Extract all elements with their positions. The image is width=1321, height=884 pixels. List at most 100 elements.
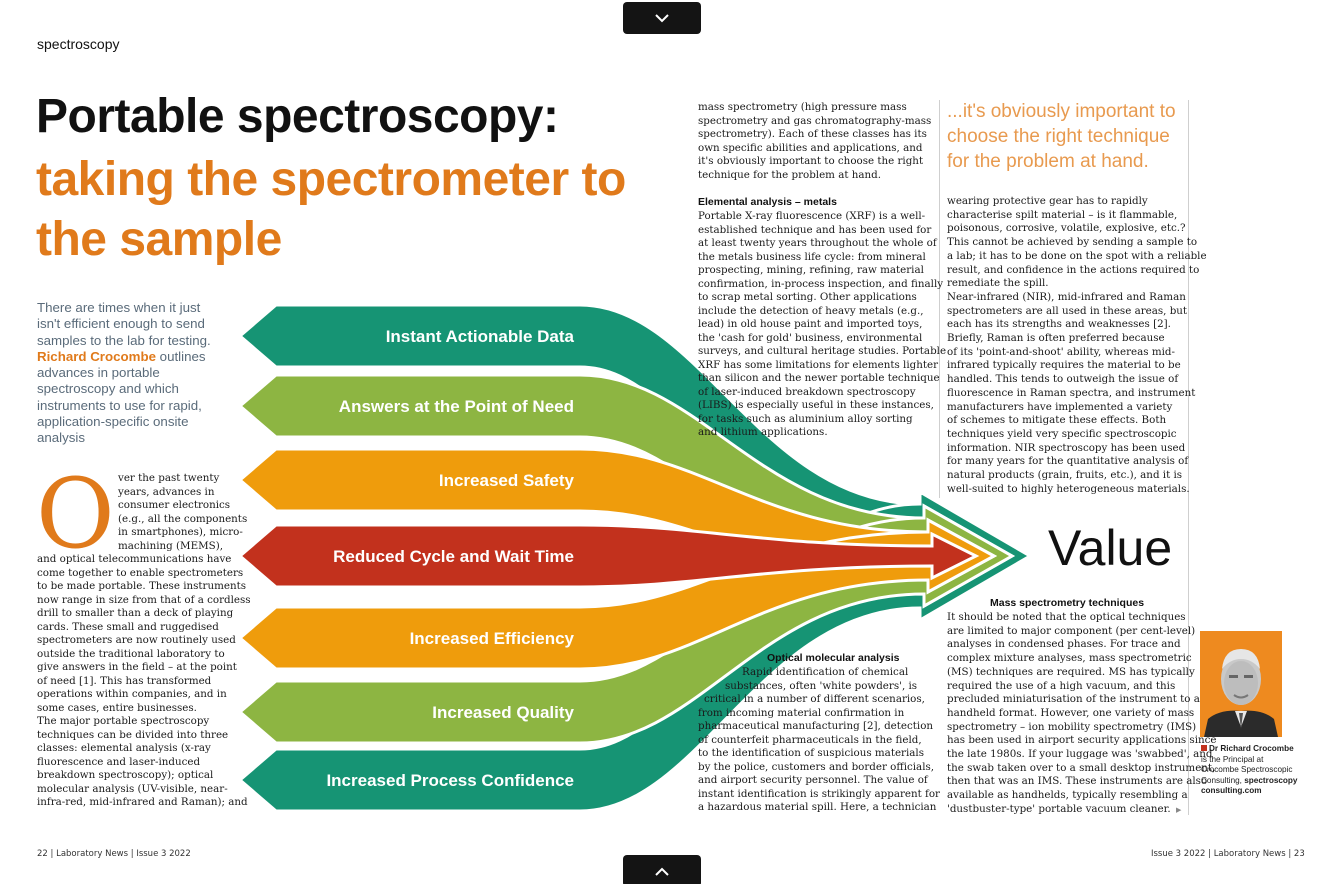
body-text-line: and optical telecommunications have xyxy=(37,553,232,565)
body-text-line: lead) in old house paint and imported to… xyxy=(698,318,923,330)
body-text-line: to the identification of suspicious mate… xyxy=(698,747,924,759)
column-rule xyxy=(1188,100,1189,815)
body-text-line: prospecting, mining, refining, raw mater… xyxy=(698,264,924,276)
body-text-line: the 'cash for gold' business, environmen… xyxy=(698,331,923,344)
body-text-line: the late 1980s. If your luggage was 'swa… xyxy=(947,748,1213,760)
standfirst-text: outlines advances in portable spectrosco… xyxy=(37,348,206,446)
body-text-line: technique for the problem at hand. xyxy=(698,168,882,181)
body-text-line: required the use of a high vacuum, and t… xyxy=(947,679,1176,692)
standfirst: There are times when it just isn't effic… xyxy=(37,300,217,447)
arrow-label: Answers at the Point of Need xyxy=(339,397,574,416)
section-subheading: Mass spectrometry techniques xyxy=(990,597,1145,609)
body-text-line: This cannot be achieved by sending a sam… xyxy=(947,236,1198,249)
body-text-line: characterise spilt material – is it flam… xyxy=(947,208,1178,221)
body-text-line: Rapid identification of chemical xyxy=(742,666,909,678)
body-text-line: infra-red, mid-infrared and Raman); and xyxy=(37,796,248,808)
pull-quote: ...it's obviously important to choose th… xyxy=(947,101,1176,172)
body-text-line: for tasks such as aluminium alloy sortin… xyxy=(698,412,913,425)
body-text-line: wearing protective gear has to rapidly xyxy=(947,195,1148,207)
body-text-line: fluorescence and laser-induced xyxy=(37,755,201,768)
body-text-line: classes: elemental analysis (x-ray xyxy=(37,742,211,754)
bio-name: Dr Richard Crocombe xyxy=(1209,744,1294,753)
arrow-outline xyxy=(237,517,998,671)
body-text-line: it's obviously important to choose the r… xyxy=(698,155,924,167)
arrow-outline xyxy=(237,523,980,589)
body-text-line: It should be noted that the optical tech… xyxy=(947,611,1186,623)
section-subheading: Optical molecular analysis xyxy=(767,652,900,664)
continue-arrow-icon: ▶ xyxy=(1176,806,1182,814)
body-text-line: surveys, and cultural heritage studies. … xyxy=(698,345,947,357)
headline: Portable spectroscopy: xyxy=(36,90,559,143)
body-text-line: remediate the spill. xyxy=(947,277,1049,290)
section-label: spectroscopy xyxy=(37,36,120,52)
bio-role: is the Principal at Crocombe Spectroscop… xyxy=(1201,754,1293,785)
body-text-line: (MS) techniques are required. MS has typ… xyxy=(947,665,1195,678)
body-text-line: (LIBS) is especially useful in these ins… xyxy=(698,399,934,411)
body-text-line: from incoming material confirmation in xyxy=(698,706,905,719)
body-text-line: of counterfeit pharmaceuticals in the fi… xyxy=(698,733,922,746)
body-text-line: spectrometry). Each of these classes has… xyxy=(698,128,927,140)
body-text-line: established technique and has been used … xyxy=(698,223,932,236)
collapse-chevron-button[interactable] xyxy=(623,2,701,34)
body-text-line: cards. These small and ruggedised xyxy=(37,620,219,633)
body-text-line: than silicon and the newer portable tech… xyxy=(698,372,940,384)
body-text-line: manufacturers have implemented a variety xyxy=(947,400,1173,413)
body-text-line: at least twenty years throughout the who… xyxy=(698,237,937,249)
body-text-line: Portable X-ray fluorescence (XRF) is a w… xyxy=(698,210,926,222)
author-name: Richard Crocombe xyxy=(37,348,156,364)
body-text-line: mass spectrometry (high pressure mass xyxy=(698,101,907,113)
body-text-line: then that was an IMS. These instruments … xyxy=(947,775,1208,788)
arrow-label: Increased Process Confidence xyxy=(326,771,574,790)
body-text-line: natural products (grain, fruits, etc.), … xyxy=(947,469,1183,481)
body-text-line: to be made portable. These instruments xyxy=(37,580,246,592)
footer-right: Issue 3 2022 | Laboratory News | 23 xyxy=(1151,849,1305,859)
body-text-line: molecular analysis (UV-visible, near- xyxy=(37,782,228,795)
body-text-line: information. NIR spectroscopy has been u… xyxy=(947,441,1186,454)
body-text-line: to scrap metal sorting. Other applicatio… xyxy=(698,291,917,303)
body-text-line: Briefly, Raman is often preferred becaus… xyxy=(947,332,1165,344)
body-text-line: has been used in airport security applic… xyxy=(947,734,1217,747)
expand-chevron-button[interactable] xyxy=(623,855,701,884)
body-text-line: own specific abilities and applications,… xyxy=(698,141,923,154)
arrow-label: Increased Quality xyxy=(432,703,574,722)
section-subheading: Elemental analysis – metals xyxy=(698,196,837,208)
body-text-line: spectrometry and gas chromatography-mass xyxy=(698,114,932,127)
body-text-line: Near-infrared (NIR), mid-infrared and Ra… xyxy=(947,290,1186,303)
body-text-line: breakdown spectroscopy); optical xyxy=(37,769,214,781)
body-text-line: drill to smaller than a deck of playing xyxy=(37,607,234,619)
body-text-line: techniques yield very specific spectrosc… xyxy=(947,427,1177,440)
body-text-line: spectrometry – ion mobility spectrometry… xyxy=(947,720,1197,733)
body-text-line: consumer electronics xyxy=(118,499,231,511)
body-text-line: and airport security personnel. The valu… xyxy=(698,774,928,786)
arrow-label: Instant Actionable Data xyxy=(386,327,575,346)
body-text-line: handheld format. However, one variety of… xyxy=(947,706,1195,719)
body-text-line: operations within companies, and in xyxy=(37,688,227,700)
body-text-line: handled. This tends to outweigh the issu… xyxy=(947,373,1179,386)
drop-cap: O xyxy=(36,458,115,570)
body-text-line: some cases, entire businesses. xyxy=(37,701,197,714)
column-rule xyxy=(939,100,940,498)
body-text-line: infrared typically requires the material… xyxy=(947,359,1181,372)
body-text-line: of its 'point-and-shoot' ability, wherea… xyxy=(947,345,1175,358)
body-text-line: analyses in condensed phases. For trace … xyxy=(947,638,1181,651)
author-bio: Dr Richard Crocombe is the Principal at … xyxy=(1201,744,1301,797)
headline-subtitle: taking the spectrometer to the sample xyxy=(36,153,626,266)
standfirst-text: There are times when it just isn't effic… xyxy=(37,300,211,348)
body-text-line: poisonous, corrosive, volatile, explosiv… xyxy=(947,222,1186,235)
body-text-line: available as handhelds, typically resemb… xyxy=(947,789,1188,802)
body-text-line: confirmation, in-process inspection, and… xyxy=(698,277,944,290)
author-photo xyxy=(1200,631,1282,737)
body-text-line: a hazardous material spill. Here, a tech… xyxy=(698,801,937,813)
body-text-line: each has its strengths and weaknesses [2… xyxy=(947,318,1171,331)
body-text-line: years, advances in xyxy=(118,485,215,498)
body-text-line: critical in a number of different scenar… xyxy=(704,693,925,705)
body-text-line: pharmaceutical manufacturing [2], detect… xyxy=(698,720,934,732)
body-text-line: include the detection of heavy metals (e… xyxy=(698,304,924,317)
arrow-label: Increased Efficiency xyxy=(410,629,575,648)
arrow-label: Reduced Cycle and Wait Time xyxy=(333,547,574,566)
body-text-line: by the police, customers and border offi… xyxy=(698,760,935,773)
bio-marker xyxy=(1201,745,1207,751)
body-text-line: the swab taken over to a small desktop i… xyxy=(947,761,1216,774)
